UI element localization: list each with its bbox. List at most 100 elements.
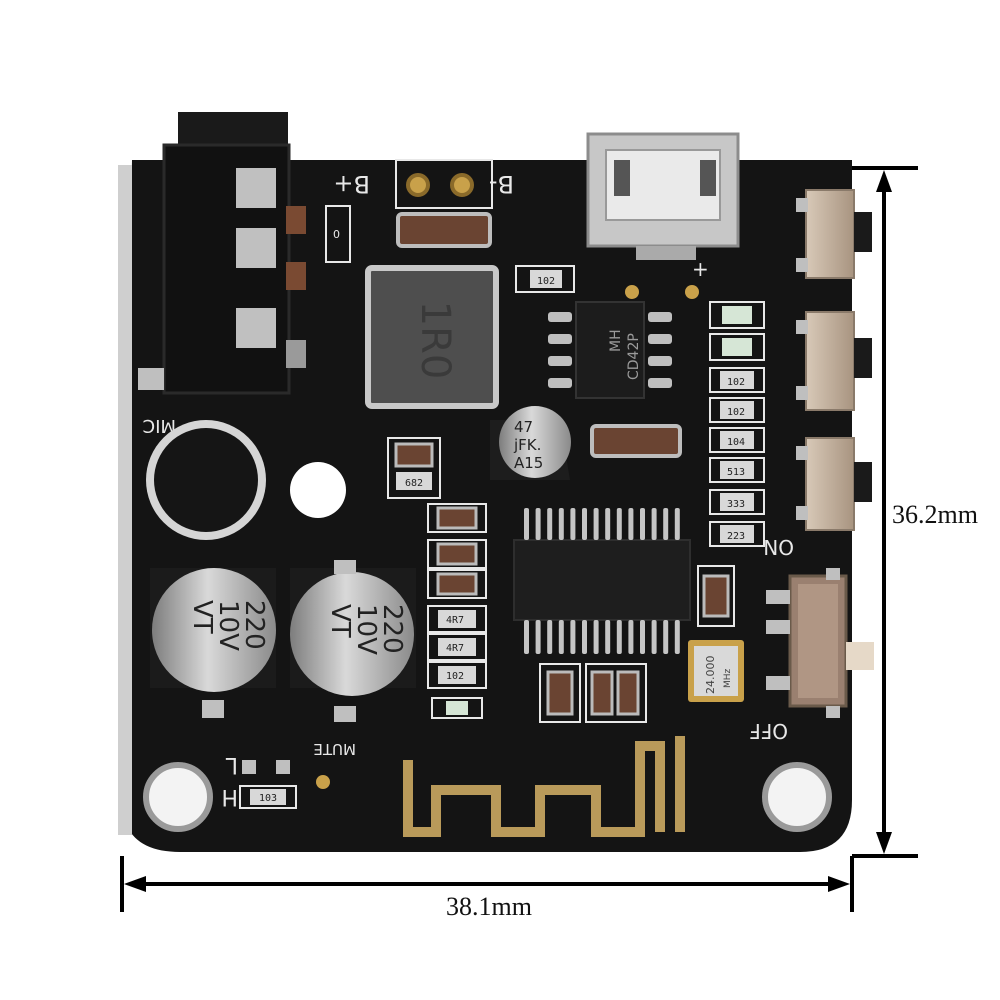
smd-frame (585, 663, 647, 723)
tactile-button (796, 189, 872, 279)
cap-right-label-1: 220 (377, 604, 407, 654)
resistor-column: 102 102 104 513 333 223 (709, 367, 765, 547)
ic-pin (605, 508, 611, 540)
pcb-left-edge (118, 165, 132, 835)
ic-pin (570, 620, 576, 654)
main-ic (513, 508, 691, 654)
resistor-label: 513 (727, 467, 745, 478)
led (709, 333, 765, 361)
ic-pin (663, 620, 669, 654)
ic-cd42p: MH CD42P (548, 301, 672, 399)
ic-pin (640, 508, 645, 540)
smd-component (286, 206, 306, 234)
resistor-frame (239, 785, 297, 809)
resistor-label: 4R7 (446, 615, 464, 626)
silk-mic: MIC (143, 415, 176, 436)
ic-label-line2: CD42P (626, 333, 642, 380)
ic-pin (593, 620, 599, 654)
silk-b-minus: B- (489, 170, 514, 198)
ic-pins-bottom (524, 620, 680, 654)
silk-on: ON (763, 535, 794, 559)
resistor-label: 102 (446, 671, 464, 682)
pcb-antenna-trace (403, 741, 665, 837)
cap-left-label-1: 220 (239, 600, 269, 650)
ic-pin (535, 620, 541, 654)
smd-component (394, 442, 434, 468)
dimension-width (120, 856, 854, 912)
cap-right-label-3: VT (325, 604, 355, 638)
electrolytic-cap-left: 220 10V VT (150, 568, 276, 692)
slide-switch (766, 568, 874, 718)
resistor (530, 270, 562, 288)
resistor-label: 333 (727, 499, 745, 510)
ic-label-line1: MH (608, 329, 624, 352)
ic-pin (558, 508, 564, 540)
silk-mute: MUTE (313, 740, 356, 758)
resistor (396, 472, 432, 490)
tactile-button (796, 437, 872, 531)
smd-component (702, 574, 730, 618)
micro-usb-port (586, 132, 740, 260)
ic-pin (674, 508, 680, 540)
battery-pad-frame (395, 159, 493, 209)
dimension-width-label: 38.1mm (446, 892, 532, 921)
cap-small-label-1: 47 (514, 418, 533, 436)
electrolytic-cap-small: 47 jFK. A15 (490, 406, 571, 480)
resistor-label: 103 (259, 793, 277, 804)
mounting-hole (143, 762, 213, 832)
audio-jack (138, 112, 291, 395)
crystal-label-1: 24.000 (704, 656, 717, 695)
electrolytic-cap-right: 220 10V VT (290, 568, 416, 696)
resistor-label: 102 (727, 377, 745, 388)
tactile-button (796, 311, 872, 411)
smd-component (286, 340, 306, 368)
ic-pin (558, 620, 564, 654)
test-pad (316, 775, 330, 789)
silk-plus: + (692, 257, 709, 281)
ic-pin (547, 508, 553, 540)
ic-pin (640, 620, 645, 654)
silk-zero: 0 (333, 228, 340, 241)
resistor-label: 102 (727, 407, 745, 418)
resistor-label: 682 (405, 478, 423, 489)
smd-component (286, 262, 306, 290)
silk-h: H (221, 784, 238, 809)
solder-jumper (242, 760, 256, 774)
smd-component (590, 670, 614, 716)
cap-pad (334, 560, 356, 574)
resistor-label: 102 (537, 276, 555, 287)
inductor-label: 1R0 (412, 301, 458, 380)
ic-pin (547, 620, 553, 654)
crystal-oscillator: 24.000 MHz (688, 640, 744, 702)
crystal-label-2: MHz (723, 668, 733, 688)
ic-pin (535, 508, 541, 540)
test-pad (685, 285, 699, 299)
microphone (146, 420, 266, 540)
ic-pin (628, 620, 634, 654)
battery-pad-minus (450, 173, 474, 197)
ic-pin (524, 508, 529, 540)
led-body (722, 338, 752, 356)
cap-small-label-3: A15 (514, 454, 543, 472)
ic-pin (674, 620, 680, 654)
resistor-label: 223 (727, 531, 745, 542)
smd-capacitor (590, 424, 682, 458)
cap-left-label-2: 10V (213, 600, 243, 651)
resistor-label: 104 (727, 437, 745, 448)
resistor-label: 4R7 (446, 643, 464, 654)
resistor (250, 789, 286, 805)
resistor-frame (515, 265, 575, 293)
ic-pin (593, 508, 599, 540)
smd-frame (697, 565, 735, 627)
ic-pin (582, 620, 587, 654)
dimension-height-label: 36.2mm (892, 500, 978, 529)
led (709, 301, 765, 329)
smd-frame (325, 205, 351, 263)
smd-frame (539, 663, 581, 723)
cap-pad (334, 706, 356, 722)
ic-pin (524, 620, 529, 654)
dimension-height (852, 166, 918, 858)
silk-off: OFF (749, 719, 788, 743)
ic-pin (582, 508, 587, 540)
